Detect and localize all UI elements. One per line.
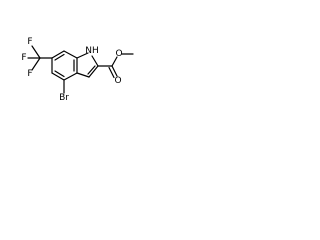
bond-c7a-n (76, 52, 89, 59)
bond-ring-e-inner (54, 70, 65, 78)
bond-ring-b (63, 50, 78, 59)
atom-label-f2: F (21, 53, 26, 63)
bond-n-c2 (91, 55, 99, 67)
bond-ring-e (51, 72, 65, 81)
atom-label-o-ester: O (115, 49, 122, 59)
atom-label-br: Br (59, 93, 69, 103)
atom-label-nh: NH (85, 46, 99, 56)
bond-ring-a (51, 50, 65, 59)
atom-label-f1: F (27, 37, 32, 47)
molecule-drawing: F F F NH Br O O (21, 37, 134, 103)
atom-label-o-carbonyl: O (114, 76, 121, 86)
bond-c2-c3 (88, 65, 99, 78)
bond-cf3-f1 (31, 45, 41, 59)
bond-carbonyl-o-double-a (111, 65, 118, 77)
structure-canvas: F F F NH Br O O (0, 0, 152, 152)
bond-ring-d (63, 72, 78, 81)
bond-c3-c3a (76, 72, 90, 78)
bond-carbonyl-o-ester (111, 56, 118, 67)
bond-ring-a-inner (54, 53, 65, 61)
bond-c2-c3-inner (87, 65, 96, 75)
bond-carbonyl-o-double-b (108, 66, 115, 79)
atom-label-f3: F (27, 69, 32, 79)
bond-cf3-f3 (31, 57, 41, 71)
